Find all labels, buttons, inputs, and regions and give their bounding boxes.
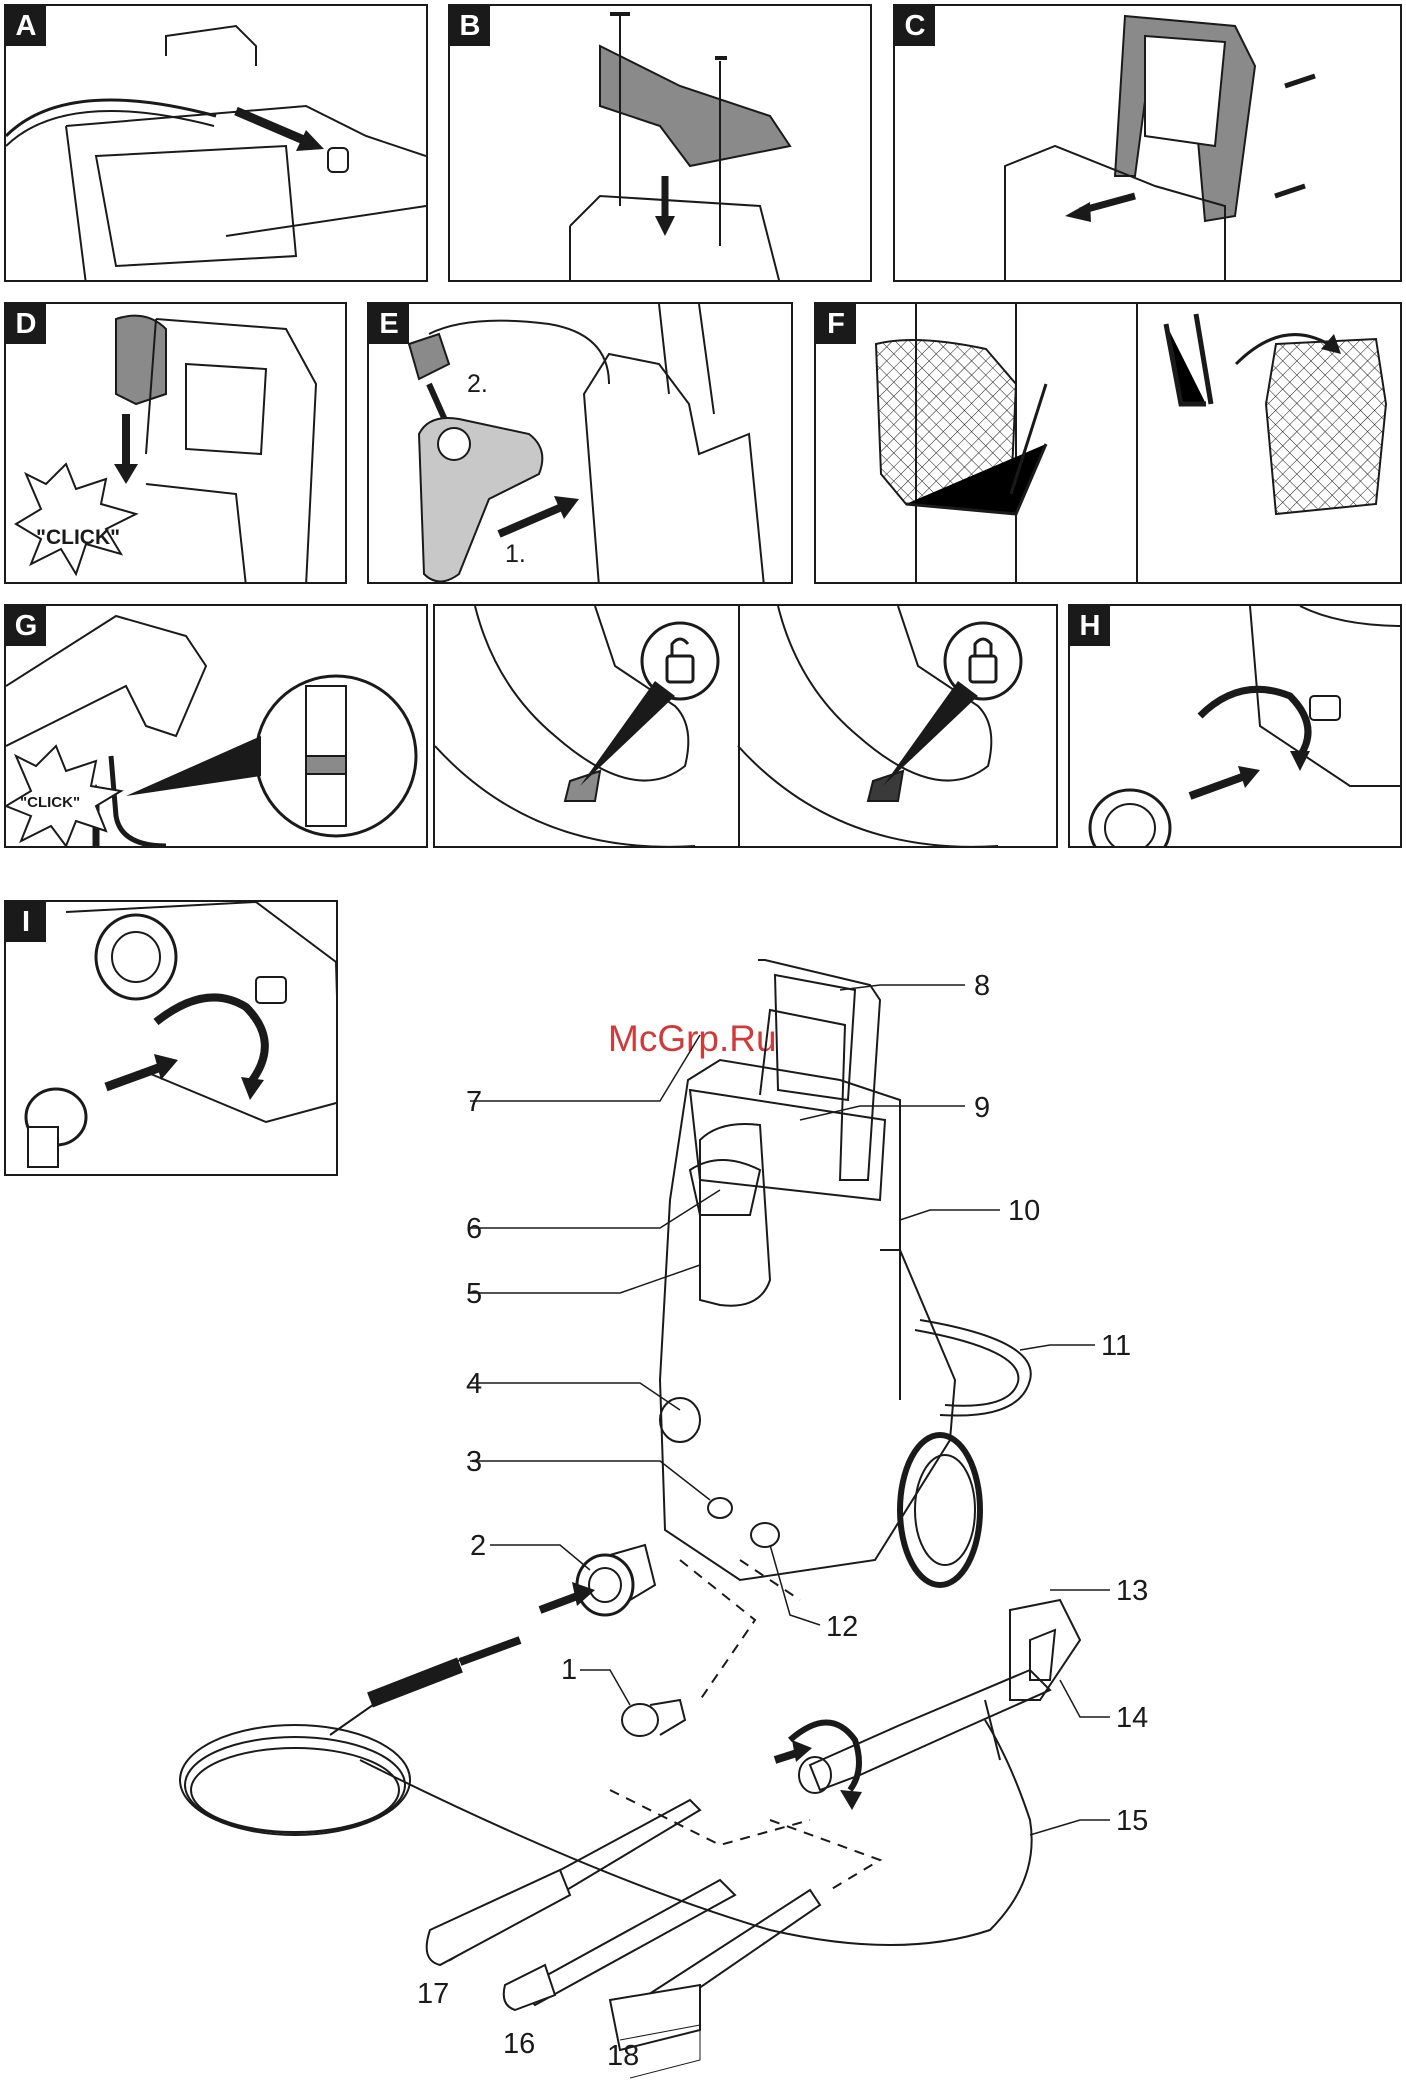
callout-11: 11 bbox=[1101, 1330, 1131, 1363]
callout-5: 5 bbox=[466, 1278, 482, 1311]
callout-2: 2 bbox=[470, 1530, 486, 1563]
callout-8: 8 bbox=[974, 970, 990, 1003]
callout-7: 7 bbox=[466, 1086, 482, 1119]
callout-4: 4 bbox=[466, 1368, 482, 1401]
callout-13: 13 bbox=[1116, 1575, 1148, 1608]
callout-15: 15 bbox=[1116, 1805, 1148, 1838]
callout-1: 1 bbox=[561, 1654, 577, 1687]
callout-17: 17 bbox=[417, 1978, 449, 2011]
callout-14: 14 bbox=[1116, 1702, 1148, 1735]
callout-10: 10 bbox=[1008, 1195, 1040, 1228]
callout-9: 9 bbox=[974, 1092, 990, 1125]
callout-6: 6 bbox=[466, 1213, 482, 1246]
callout-12: 12 bbox=[826, 1611, 858, 1644]
callout-3: 3 bbox=[466, 1446, 482, 1479]
callout-16: 16 bbox=[503, 2028, 535, 2061]
callout-18: 18 bbox=[607, 2040, 639, 2073]
